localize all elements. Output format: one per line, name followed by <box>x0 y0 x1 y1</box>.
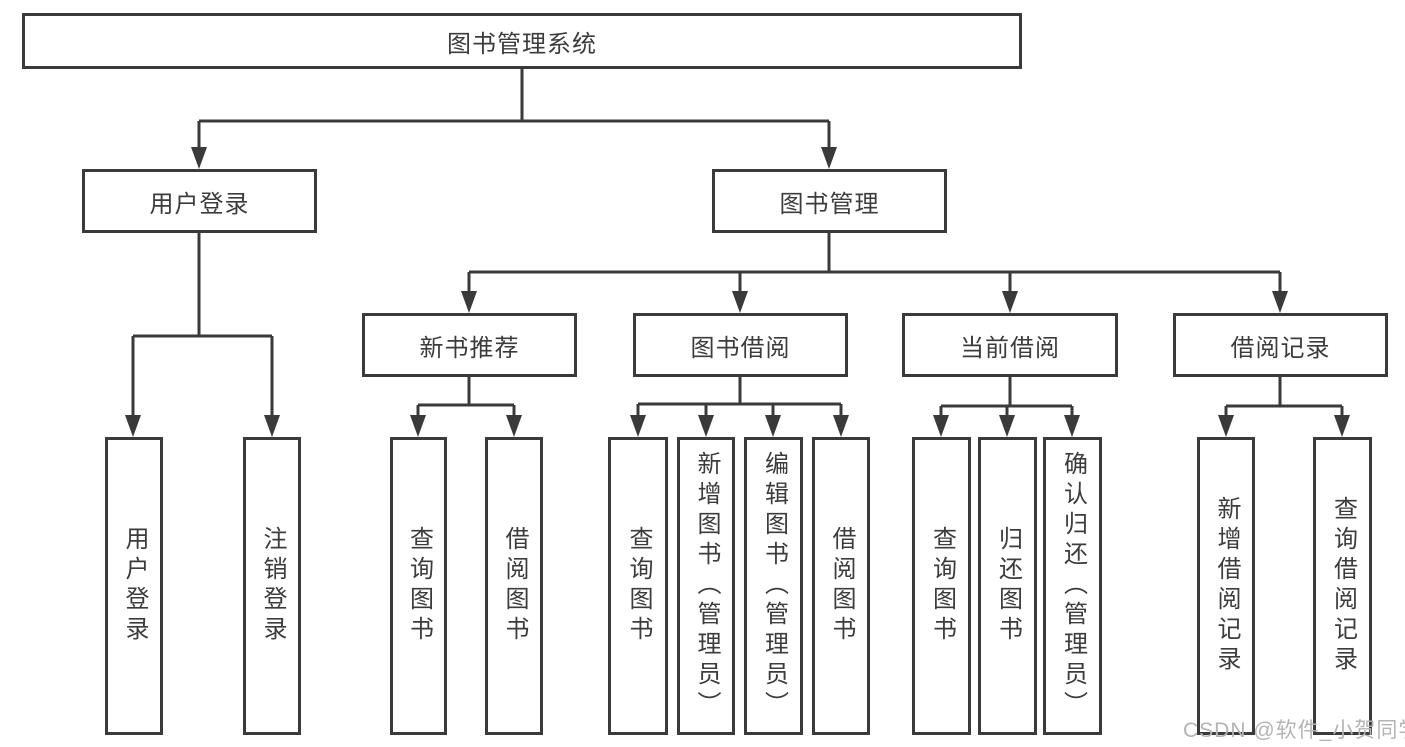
leaf-confirm-return-admin: 确认归还（管理员） <box>1043 437 1102 735</box>
leaf-label: 新增图书（管理员） <box>693 451 720 721</box>
leaf-label: 注销登录 <box>259 526 286 646</box>
leaf-user-login: 用户登录 <box>105 437 163 735</box>
node-user-login: 用户登录 <box>82 169 317 233</box>
leaf-logout: 注销登录 <box>243 437 301 735</box>
leaf-label: 确认归还（管理员） <box>1059 451 1087 721</box>
leaf-add-books-admin: 新增图书（管理员） <box>677 437 735 735</box>
leaf-label: 查询图书 <box>625 526 652 646</box>
node-label: 图书借阅 <box>690 334 791 362</box>
node-new-book-recommendation: 新书推荐 <box>362 313 577 377</box>
node-library-management-system: 图书管理系统 <box>22 13 1022 69</box>
leaf-query-borrow-record: 查询借阅记录 <box>1313 437 1372 735</box>
leaf-label: 借阅图书 <box>828 526 855 646</box>
leaf-label: 新增借阅记录 <box>1213 496 1240 676</box>
leaf-borrow-books-recommend: 借阅图书 <box>485 437 543 735</box>
leaf-label: 查询图书 <box>928 526 956 646</box>
leaf-query-books-recommend: 查询图书 <box>390 437 447 735</box>
leaf-label: 编辑图书（管理员） <box>760 451 788 721</box>
leaf-return-books: 归还图书 <box>978 437 1037 735</box>
node-label: 图书管理系统 <box>447 30 597 58</box>
leaf-label: 借阅图书 <box>501 526 528 646</box>
leaf-query-books-borrowing: 查询图书 <box>608 437 668 735</box>
node-book-management: 图书管理 <box>712 169 947 233</box>
leaf-edit-books-admin: 编辑图书（管理员） <box>744 437 803 735</box>
node-book-borrowing: 图书借阅 <box>633 313 848 377</box>
leaf-label: 查询图书 <box>405 526 433 646</box>
node-label: 借阅记录 <box>1230 334 1331 362</box>
leaf-label: 用户登录 <box>121 526 148 646</box>
node-label: 当前借阅 <box>960 334 1060 362</box>
leaf-borrow-books-borrowing: 借阅图书 <box>812 437 870 735</box>
node-label: 图书管理 <box>779 190 880 218</box>
leaf-query-books-current: 查询图书 <box>912 437 971 735</box>
node-label: 用户登录 <box>149 190 250 218</box>
node-label: 新书推荐 <box>419 334 520 362</box>
node-borrowing-records: 借阅记录 <box>1173 313 1388 377</box>
node-current-borrowing: 当前借阅 <box>902 313 1118 377</box>
leaf-add-borrow-record: 新增借阅记录 <box>1197 437 1255 735</box>
leaf-label: 归还图书 <box>994 526 1022 646</box>
leaf-label: 查询借阅记录 <box>1329 496 1357 676</box>
csdn-watermark: CSDN @软件_小贺同学 <box>1183 719 1405 742</box>
